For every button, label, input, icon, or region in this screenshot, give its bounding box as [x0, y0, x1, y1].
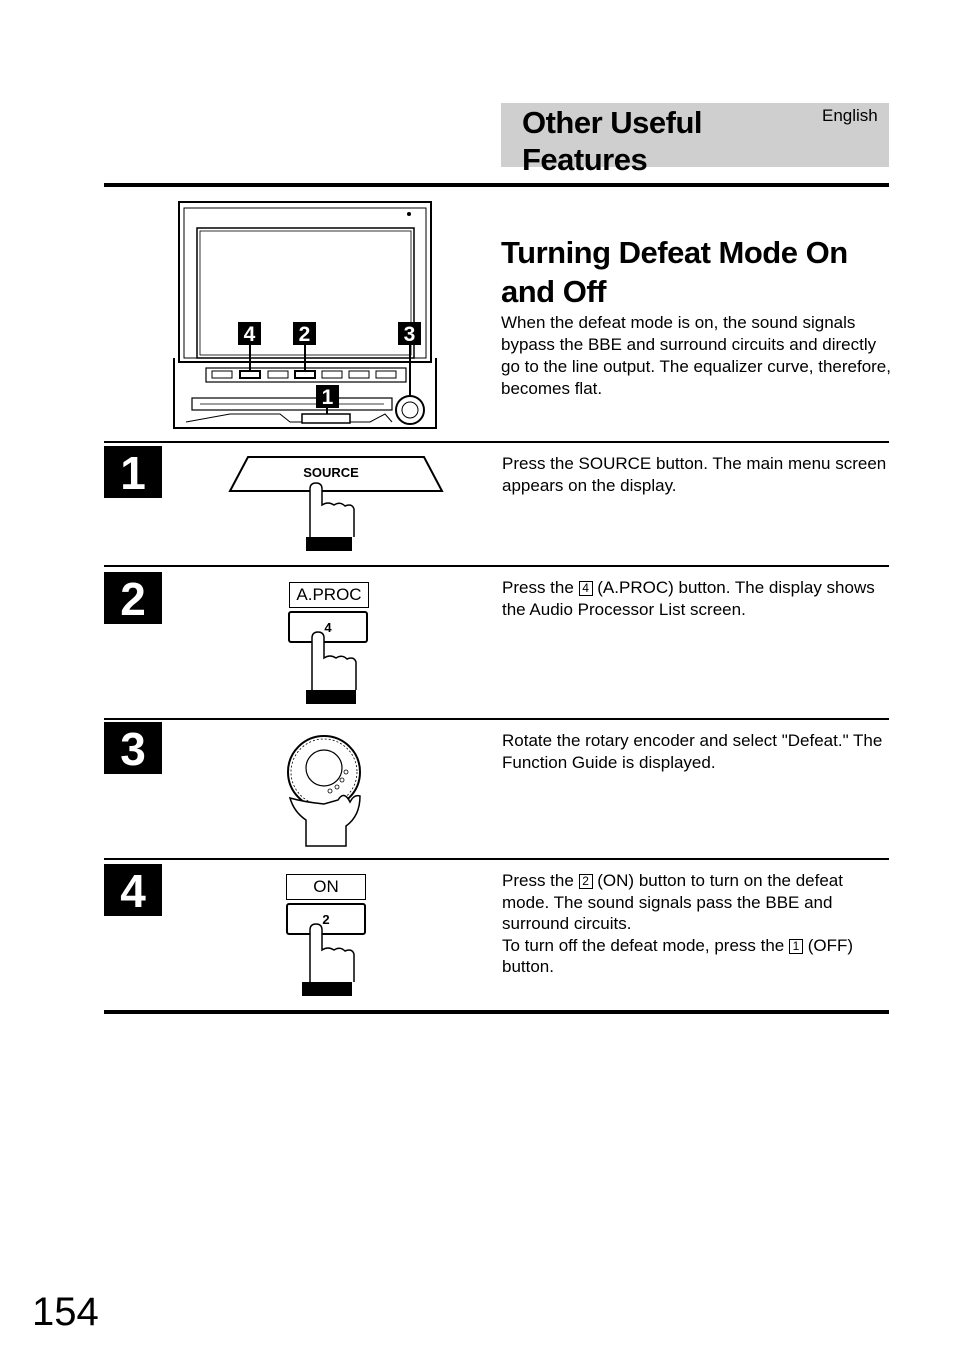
header-rule: [104, 183, 889, 187]
aproc-label: A.PROC: [289, 582, 369, 608]
step-2-number: 2: [104, 572, 162, 625]
svg-text:3: 3: [404, 323, 416, 346]
key-4: 4: [578, 581, 593, 596]
button-2-illustration: 2: [286, 903, 366, 996]
page-title: Other Useful Features: [522, 105, 703, 177]
source-button-illustration: SOURCE: [228, 456, 444, 551]
pointing-hand-icon: [309, 482, 355, 537]
step-1-number: 1: [104, 446, 162, 499]
pointing-hand-icon: [311, 631, 357, 690]
svg-text:1: 1: [322, 386, 334, 409]
step-4-number: 4: [104, 864, 162, 917]
step-3-number: 3: [104, 722, 162, 775]
step-1-rule: [104, 441, 889, 443]
step-4-rule: [104, 858, 889, 860]
step-3-rule: [104, 718, 889, 720]
svg-text:2: 2: [299, 323, 311, 346]
key-2: 2: [578, 874, 593, 889]
callout-1: 1: [316, 385, 339, 409]
section-title: Turning Defeat Mode On and Off: [501, 235, 848, 309]
on-label: ON: [286, 874, 366, 900]
turning-hand-icon: [288, 794, 361, 847]
step-3-text: Rotate the rotary encoder and select "De…: [502, 731, 883, 772]
head-unit-illustration: 4 2 3 1: [173, 201, 437, 429]
callout-2: 2: [293, 322, 316, 346]
button-4-label: 4: [324, 620, 332, 635]
callout-3: 3: [398, 322, 421, 346]
key-1: 1: [788, 938, 803, 954]
button-4-illustration: 4: [288, 611, 368, 704]
section-intro: When the defeat mode is on, the sound si…: [501, 313, 891, 398]
callout-4: 4: [238, 322, 261, 346]
step-1-text: Press the SOURCE button. The main menu s…: [502, 454, 887, 495]
button-2-label: 2: [322, 912, 329, 927]
svg-text:4: 4: [244, 323, 256, 346]
step-2-text: Press the 4 (A.PROC) button. The display…: [502, 578, 875, 619]
footer-rule: [104, 1010, 889, 1014]
step-4-text: Press the 2 (ON) button to turn on the d…: [502, 871, 854, 976]
source-button-label: SOURCE: [303, 465, 359, 480]
header-band: [501, 103, 889, 167]
pointing-hand-icon: [309, 923, 355, 982]
rotary-encoder-illustration: [287, 735, 361, 847]
step-2-rule: [104, 565, 889, 567]
page-number: 154: [32, 1290, 99, 1334]
language-label: English: [822, 106, 878, 125]
